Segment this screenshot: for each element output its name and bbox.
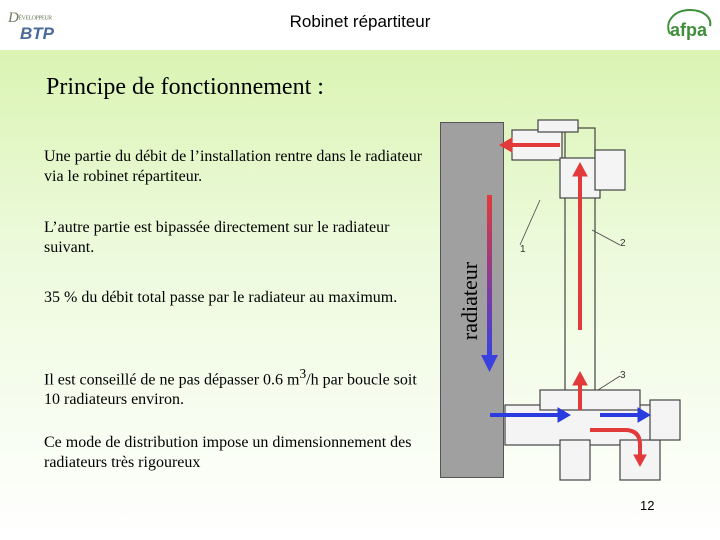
callout-lines: [519, 199, 621, 391]
header-bar: DÉVELOPPEUR BTP Robinet répartiteur afpa: [0, 0, 720, 50]
callout-1: 1: [520, 244, 526, 255]
paragraph-1: Une partie du débit de l’installation re…: [44, 148, 423, 185]
svg-text:afpa: afpa: [670, 20, 708, 40]
page-number: 12: [640, 498, 655, 513]
valve-body: [504, 119, 681, 481]
paragraph-3: 35 % du débit total passe par le radiate…: [44, 289, 398, 306]
developpeur-btp-logo: DÉVELOPPEUR BTP: [6, 8, 76, 43]
radiator-panel: [440, 122, 504, 478]
cold-flow-arrows: [490, 407, 651, 423]
radiator-label: radiateur: [457, 261, 482, 341]
logo-left-top: DÉVELOPPEUR: [8, 10, 52, 26]
slide-title: Principe de fonctionnement :: [46, 74, 324, 100]
afpa-logo: afpa: [667, 8, 712, 40]
paragraph-5: Ce mode de distribution impose un dimens…: [44, 434, 412, 471]
header-title: Robinet répartiteur: [289, 12, 431, 31]
callout-2: 2: [620, 238, 626, 249]
logo-left-bottom: BTP: [20, 24, 54, 43]
callout-3: 3: [620, 370, 626, 381]
paragraph-4: Il est conseillé de ne pas dépasser 0.6 …: [44, 366, 417, 409]
hot-flow-arrows: [499, 137, 647, 468]
paragraph-2: L’autre partie est bipassée directement …: [44, 219, 390, 256]
